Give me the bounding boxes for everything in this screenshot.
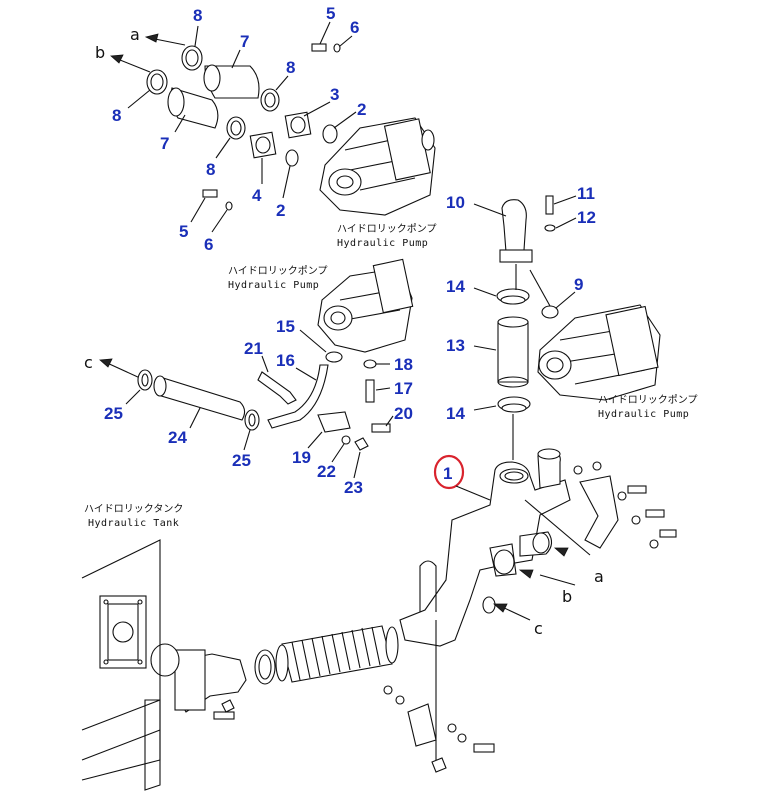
pump1-en-label: Hydraulic Pump <box>337 238 428 249</box>
callout-17[interactable]: 17 <box>394 379 413 398</box>
callout-22[interactable]: 22 <box>317 462 336 481</box>
direction-b-top: b <box>95 43 105 62</box>
tank-en-label: Hydraulic Tank <box>88 518 179 529</box>
direction-c-main: c <box>534 619 543 638</box>
callout-25[interactable]: 25 <box>232 451 251 470</box>
direction-c-left: c <box>84 353 93 372</box>
callout-10[interactable]: 10 <box>446 193 465 212</box>
callout-2[interactable]: 2 <box>276 201 285 220</box>
callout-6[interactable]: 6 <box>204 235 213 254</box>
callout-13[interactable]: 13 <box>446 336 465 355</box>
callout-19[interactable]: 19 <box>292 448 311 467</box>
callout-2[interactable]: 2 <box>357 100 366 119</box>
right-assembly <box>473 195 661 460</box>
pump2-en-label: Hydraulic Pump <box>228 280 319 291</box>
direction-b-main: b <box>562 587 572 606</box>
callout-numbers: 1 2 2 3 4 5 5 6 6 7 7 8 8 8 8 9 10 11 12… <box>104 4 596 497</box>
callout-9[interactable]: 9 <box>574 275 583 294</box>
callout-4[interactable]: 4 <box>252 186 262 205</box>
highlight-ring-part1 <box>433 454 465 490</box>
callout-12[interactable]: 12 <box>577 208 596 227</box>
pump3-en-label: Hydraulic Pump <box>598 409 689 420</box>
tank-jp-label: ハイドロリックタンク <box>84 503 183 515</box>
main-suction-pipe <box>150 448 677 773</box>
callout-6[interactable]: 6 <box>350 18 359 37</box>
pump1-jp-label: ハイドロリックポンプ <box>337 223 437 235</box>
callout-8[interactable]: 8 <box>112 106 121 125</box>
hydraulic-pump-middle <box>317 258 414 353</box>
top-hose-assembly <box>110 21 436 233</box>
callout-21[interactable]: 21 <box>244 339 263 358</box>
callout-23[interactable]: 23 <box>344 478 363 497</box>
callout-3[interactable]: 3 <box>330 85 339 104</box>
callout-18[interactable]: 18 <box>394 355 413 374</box>
hydraulic-pump-right <box>537 304 661 401</box>
callout-8[interactable]: 8 <box>206 160 215 179</box>
callout-14[interactable]: 14 <box>446 277 465 296</box>
callout-5[interactable]: 5 <box>179 222 188 241</box>
callout-15[interactable]: 15 <box>276 317 295 336</box>
callout-16[interactable]: 16 <box>276 351 295 370</box>
callout-14[interactable]: 14 <box>446 404 465 423</box>
callout-1[interactable]: 1 <box>443 464 452 483</box>
callout-5[interactable]: 5 <box>326 4 335 23</box>
hydraulic-tank <box>81 539 161 791</box>
middle-left-assembly <box>99 258 414 479</box>
direction-a-main: a <box>594 567 604 586</box>
callout-8[interactable]: 8 <box>193 6 202 25</box>
callout-25[interactable]: 25 <box>104 404 123 423</box>
direction-a-top: a <box>130 25 140 44</box>
hydraulic-pump-top <box>319 117 436 216</box>
pump2-jp-label: ハイドロリックポンプ <box>228 265 328 277</box>
pump3-jp-label: ハイドロリックポンプ <box>598 394 698 406</box>
callout-11[interactable]: 11 <box>577 184 595 203</box>
callout-8[interactable]: 8 <box>286 58 295 77</box>
callout-7[interactable]: 7 <box>240 32 249 51</box>
callout-7[interactable]: 7 <box>160 134 169 153</box>
callout-24[interactable]: 24 <box>168 428 187 447</box>
callout-20[interactable]: 20 <box>394 404 413 423</box>
